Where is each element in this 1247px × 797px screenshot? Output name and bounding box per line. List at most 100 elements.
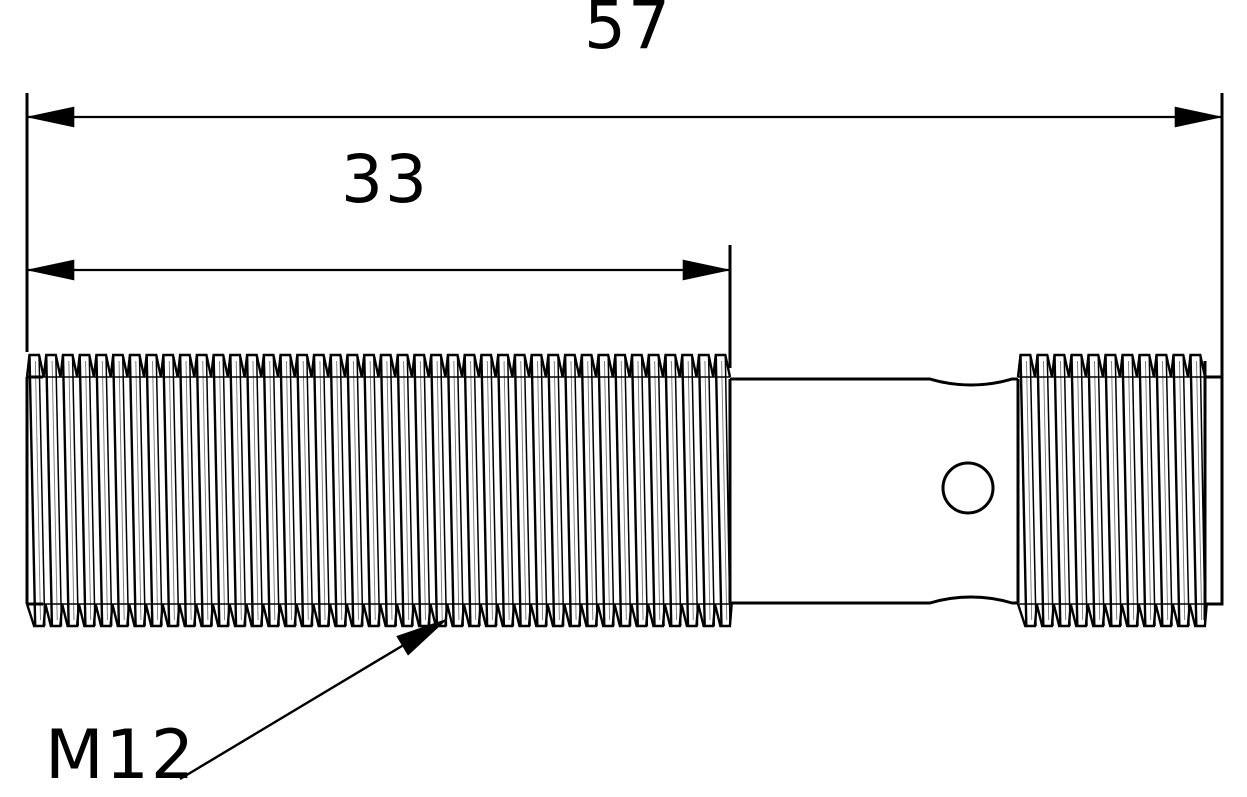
- thread-helix-faint: [587, 360, 594, 621]
- thread-flank-major: [647, 354, 656, 627]
- thread-flank-minor: [289, 354, 297, 627]
- thread-flank-minor: [440, 354, 448, 627]
- thread-helix-faint: [352, 360, 359, 621]
- thread-flank-major: [296, 354, 305, 627]
- thread-flank-major: [563, 354, 573, 627]
- thread-flank-minor: [373, 354, 381, 627]
- thread-helix-faint: [285, 360, 293, 621]
- thread-flank-major: [312, 354, 321, 627]
- thread-flank-major: [697, 354, 706, 627]
- thread-flank-minor: [71, 354, 79, 627]
- thread-flank-major: [195, 354, 204, 627]
- thread-flanks-thread-right: [1019, 354, 1206, 627]
- arrowhead-left: [26, 259, 75, 281]
- thread-flank-major: [279, 354, 288, 627]
- thread-flank-minor: [423, 354, 431, 627]
- annotation-leaders-group: [179, 618, 448, 781]
- thread-helix-faint: [1077, 360, 1084, 621]
- extension-lines-group: [25, 93, 1224, 378]
- thread-flank-minor: [1182, 354, 1190, 627]
- thread-flank-minor: [155, 354, 163, 627]
- thread-flank-minor: [473, 354, 481, 627]
- dimension-lines-group: [26, 106, 1223, 281]
- annotation-label-thread-callout: M12: [45, 716, 196, 795]
- thread-helix-faint: [570, 360, 577, 621]
- thread-helix-faint: [252, 360, 259, 621]
- shank-bottom-edge-shank-middle: [730, 595, 1018, 605]
- thread-flank-minor: [490, 354, 498, 627]
- thread-flank-major: [496, 354, 506, 627]
- thread-flank-major: [547, 354, 556, 627]
- thread-flank-major: [162, 354, 171, 627]
- thread-flank-major: [28, 354, 37, 627]
- thread-helix-faint: [1128, 360, 1135, 621]
- thread-helix-faint: [202, 360, 209, 621]
- thread-flank-major: [1019, 354, 1028, 627]
- thread-flank-minor: [121, 354, 130, 627]
- dimension-value-thread-length: 33: [341, 141, 429, 218]
- leader-line: [179, 644, 404, 781]
- thread-flank-major: [45, 354, 54, 627]
- thread-flank-major: [664, 354, 673, 627]
- thread-helix-faint: [1179, 360, 1186, 621]
- thread-flank-minor: [707, 354, 716, 627]
- thread-helix-faint: [219, 360, 226, 621]
- thread-flank-major: [145, 354, 154, 627]
- thread-helix-faint: [1196, 360, 1203, 621]
- thread-flank-major: [1053, 354, 1062, 627]
- thread-crest-top-thread-right: [1016, 353, 1207, 378]
- thread-helix-faint: [118, 360, 125, 621]
- thread-flank-major: [245, 354, 254, 627]
- thread-flank-minor: [1148, 354, 1156, 627]
- thread-flank-minor: [105, 354, 113, 627]
- thread-flank-major: [128, 354, 137, 627]
- thread-flank-major: [262, 354, 271, 627]
- thread-helix-faint: [302, 360, 309, 621]
- thread-helix-faint: [1060, 360, 1067, 621]
- thread-helix-faint: [419, 360, 426, 621]
- thread-helix-faint: [1162, 360, 1169, 621]
- thread-flank-minor: [674, 354, 682, 627]
- thread-helix-faint: [553, 360, 560, 621]
- thread-flank-minor: [138, 354, 146, 627]
- thread-flank-major: [1172, 354, 1181, 627]
- leader-thread-callout: [179, 618, 448, 781]
- thread-flank-major: [446, 354, 455, 627]
- thread-flank-minor: [1165, 354, 1173, 627]
- thread-helix-faint: [135, 360, 142, 621]
- thread-flank-major: [614, 354, 623, 627]
- part-features-group: [941, 461, 995, 515]
- thread-flank-major: [379, 354, 388, 627]
- thread-flank-minor: [590, 354, 598, 627]
- thread-flank-minor: [557, 354, 565, 627]
- thread-helix-faint: [1111, 360, 1118, 621]
- thread-helix-faint: [687, 360, 694, 621]
- thread-flank-minor: [540, 354, 548, 627]
- thread-helix-faint: [152, 360, 159, 621]
- thread-flank-major: [513, 354, 522, 627]
- part-outline-group: [25, 353, 1224, 628]
- thread-flank-minor: [356, 354, 364, 627]
- thread-flank-major: [396, 354, 405, 627]
- thread-flank-minor: [88, 354, 96, 627]
- thread-flank-major: [363, 354, 372, 627]
- thread-helix-faint: [1043, 360, 1050, 621]
- thread-helix-faint: [470, 360, 477, 621]
- thread-flank-minor: [1063, 354, 1071, 627]
- thread-helix-faint: [620, 360, 627, 621]
- thread-helix-faint: [168, 360, 175, 621]
- thread-helix-faint: [721, 360, 728, 621]
- dimension-thread-length: [26, 259, 731, 281]
- thread-flank-minor: [1131, 354, 1139, 627]
- thread-flank-major: [1036, 354, 1045, 627]
- thread-flank-minor: [38, 354, 46, 627]
- thread-flank-major: [480, 354, 489, 627]
- arrowhead-left: [26, 106, 75, 128]
- thread-helix-faint: [336, 360, 343, 621]
- thread-helix-faint: [269, 360, 276, 621]
- thread-helix-faint: [386, 360, 393, 621]
- dimension-overall-length: [26, 106, 1223, 128]
- thread-flank-minor: [272, 354, 280, 627]
